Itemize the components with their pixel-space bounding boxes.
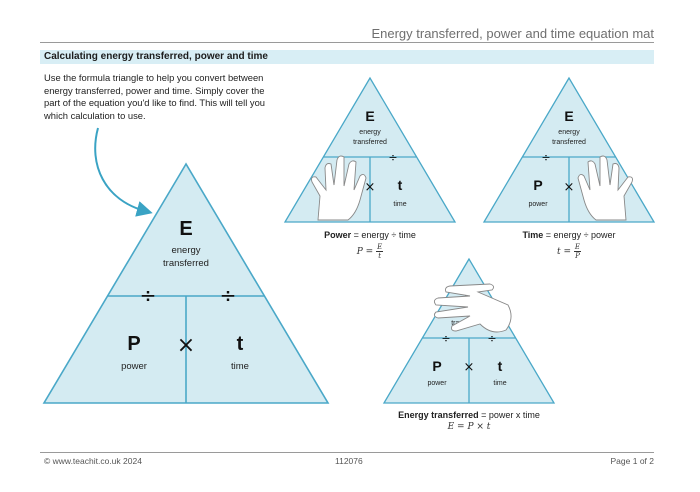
svg-text:÷: ÷ [388,151,397,164]
energy-caption: Energy transferred = power x time [398,410,540,420]
footer-copyright: © www.teachit.co.uk 2024 [44,456,142,466]
hand-icon [577,155,633,221]
header-divider [40,42,654,43]
svg-text:energy: energy [558,129,580,136]
svg-text:÷: ÷ [541,151,550,164]
hand-icon [433,283,512,333]
time-caption: Time = energy ÷ power [522,230,616,240]
svg-text:power: power [427,380,447,387]
svg-text:power: power [528,201,548,208]
svg-text:transferred: transferred [552,139,586,146]
power-caption: Power = energy ÷ time [324,230,416,240]
large-time-symbol: t [237,333,244,355]
footer-divider [40,452,654,453]
document-title: Energy transferred, power and time equat… [371,26,654,41]
svg-text:t: t [498,358,503,374]
large-divide-right: ÷ [220,283,237,307]
svg-text:÷: ÷ [487,332,496,345]
energy-equation: E = P × t [447,422,491,432]
footer-resource-id: 112076 [335,456,363,466]
svg-text:time: time [393,201,406,208]
large-power-symbol: P [127,333,140,355]
svg-text:×: × [365,180,376,195]
svg-text:÷: ÷ [441,332,450,345]
large-energy-label-2: transferred [163,258,209,269]
large-power-label: power [121,361,147,372]
large-formula-triangle: E energy transferred ÷ ÷ P power × t tim… [42,162,330,404]
svg-text:E: E [564,108,573,124]
svg-text:×: × [564,180,575,195]
energy-triangle: E transf ÷ ÷ P power × t time [382,257,556,404]
svg-text:time: time [493,380,506,387]
svg-text:×: × [464,360,475,375]
time-triangle: E energy transferred ÷ P power × [482,76,656,223]
pointer-arrow [94,127,153,217]
large-time-label: time [231,361,249,372]
svg-text:transferred: transferred [353,139,387,146]
large-energy-label-1: energy [171,245,200,256]
svg-text:energy: energy [359,129,381,136]
hand-icon [311,155,367,221]
large-times-sign: × [177,333,195,358]
power-tri-energy-symbol: E [365,108,374,124]
footer-page-number: Page 1 of 2 [610,456,654,466]
intro-paragraph: Use the formula triangle to help you con… [44,72,266,121]
power-triangle: E energy transferred ÷ × t time [283,76,457,223]
large-divide-left: ÷ [140,283,157,307]
svg-text:P: P [533,177,542,193]
svg-text:t: t [398,177,403,193]
svg-text:P: P [432,358,441,374]
large-energy-symbol: E [179,218,192,240]
section-heading-bar: Calculating energy transferred, power an… [40,50,654,64]
section-title: Calculating energy transferred, power an… [44,51,268,62]
